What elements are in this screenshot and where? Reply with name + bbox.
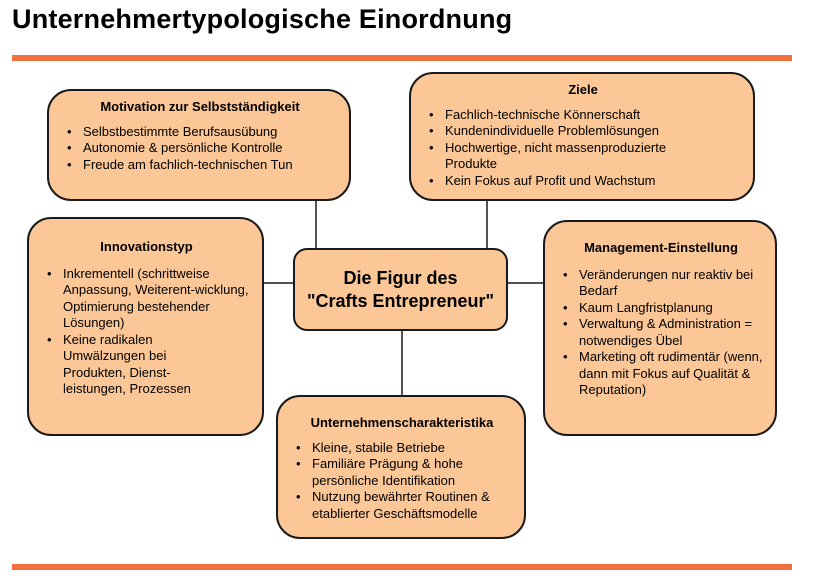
- list-item: Verwaltung & Administration = notwendige…: [563, 316, 763, 349]
- management-list: Veränderungen nur reaktiv bei Bedarf Kau…: [559, 267, 763, 399]
- charakteristika-heading: Unternehmenscharakteristika: [310, 415, 494, 430]
- list-item: Selbstbestimmte Berufsausübung: [67, 124, 337, 141]
- innovationstyp-list: Inkrementell (schrittweise Anpassung, We…: [43, 266, 250, 398]
- list-item: Kleine, stabile Betriebe: [296, 440, 512, 457]
- management-heading: Management-Einstellung: [584, 240, 738, 255]
- list-item: Keine radikalen Umwälzungen bei Produkte…: [47, 332, 250, 398]
- innovationstyp-box: Innovationstyp Inkrementell (schrittweis…: [27, 217, 264, 436]
- list-item: Hochwertige, nicht massenproduzierte Pro…: [429, 140, 741, 173]
- list-item: Fachlich-technische Könnerschaft: [429, 107, 741, 124]
- charakteristika-box: Unternehmenscharakteristika Kleine, stab…: [276, 395, 526, 539]
- top-divider: [12, 55, 792, 61]
- ziele-box: Ziele Fachlich-technische Könnerschaft K…: [409, 72, 755, 201]
- list-item: Veränderungen nur reaktiv bei Bedarf: [563, 267, 763, 300]
- bottom-divider: [12, 564, 792, 570]
- center-node: Die Figur des "Crafts Entrepreneur": [293, 248, 508, 331]
- list-item: Marketing oft rudimentär (wenn, dann mit…: [563, 349, 763, 399]
- ziele-list: Fachlich-technische Könnerschaft Kundeni…: [425, 107, 741, 190]
- motivation-heading: Motivation zur Selbstständigkeit: [100, 99, 300, 114]
- management-box: Management-Einstellung Veränderungen nur…: [543, 220, 777, 436]
- center-line-1: Die Figur des: [343, 267, 458, 288]
- list-item: Freude am fachlich-technischen Tun: [67, 157, 337, 174]
- list-item: Kundenindividuelle Problemlösungen: [429, 123, 741, 140]
- innovationstyp-heading: Innovationstyp: [100, 239, 193, 254]
- list-item: Nutzung bewährter Routinen & etablierter…: [296, 489, 512, 522]
- list-item: Kein Fokus auf Profit und Wachstum: [429, 173, 741, 190]
- list-item: Inkrementell (schrittweise Anpassung, We…: [47, 266, 250, 332]
- list-item: Kaum Langfristplanung: [563, 300, 763, 317]
- charakteristika-list: Kleine, stabile Betriebe Familiäre Prägu…: [292, 440, 512, 523]
- motivation-box: Motivation zur Selbstständigkeit Selbstb…: [47, 89, 351, 201]
- motivation-list: Selbstbestimmte Berufsausübung Autonomie…: [63, 124, 337, 174]
- center-line-2: "Crafts Entrepreneur": [306, 290, 495, 311]
- list-item: Familiäre Prägung & hohe persönliche Ide…: [296, 456, 512, 489]
- ziele-heading: Ziele: [568, 82, 598, 97]
- list-item: Autonomie & persönliche Kontrolle: [67, 140, 337, 157]
- page-title: Unternehmertypologische Einordnung: [12, 4, 513, 34]
